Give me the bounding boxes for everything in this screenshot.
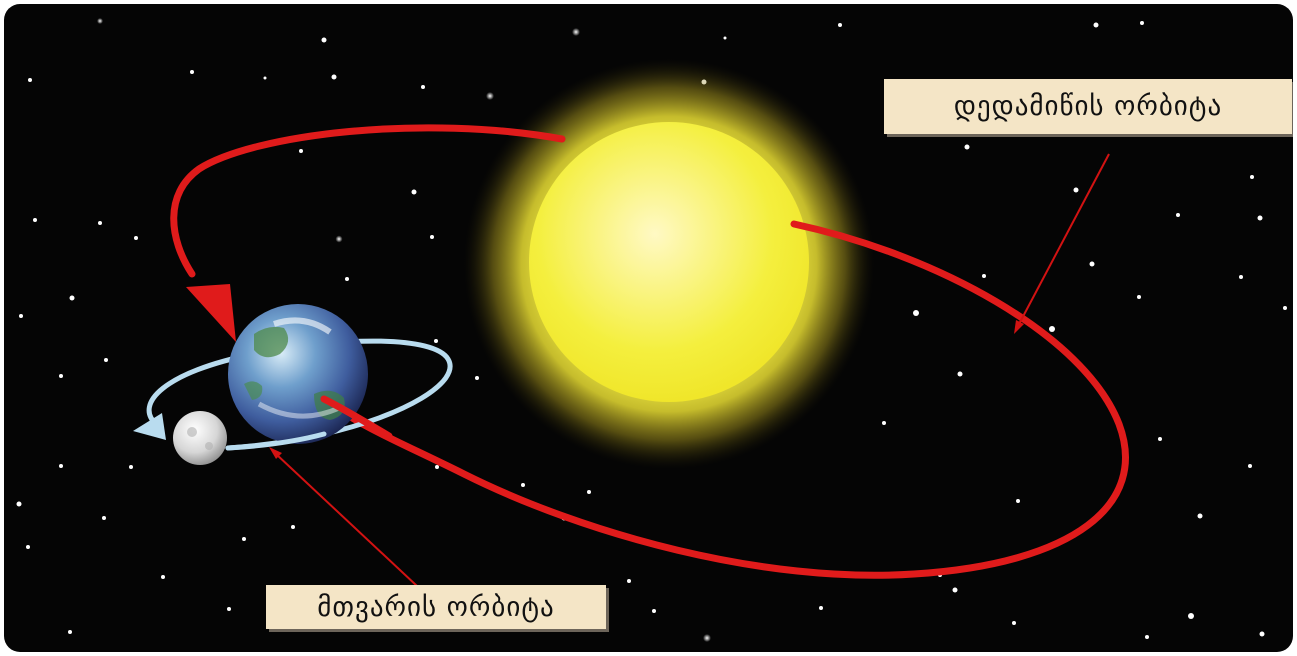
- moon-orbit-label-text: მთვარის ორბიტა: [317, 592, 554, 623]
- earth-orbit-label: დედამიწის ორბიტა: [884, 79, 1292, 134]
- moon-orbit-pointer: [276, 454, 417, 586]
- earth-orbit-label-text: დედამიწის ორბიტა: [954, 91, 1222, 122]
- earth: [228, 304, 368, 444]
- moon-orbit-label: მთვარის ორბიტა: [266, 585, 606, 629]
- moon: [173, 411, 227, 465]
- sun: [464, 59, 874, 469]
- diagram-frame: დედამიწის ორბიტა მთვარის ორბიტა: [4, 4, 1293, 652]
- earth-orbit-arrowhead: [186, 284, 236, 342]
- earth-orbit-pointer: [1018, 154, 1109, 326]
